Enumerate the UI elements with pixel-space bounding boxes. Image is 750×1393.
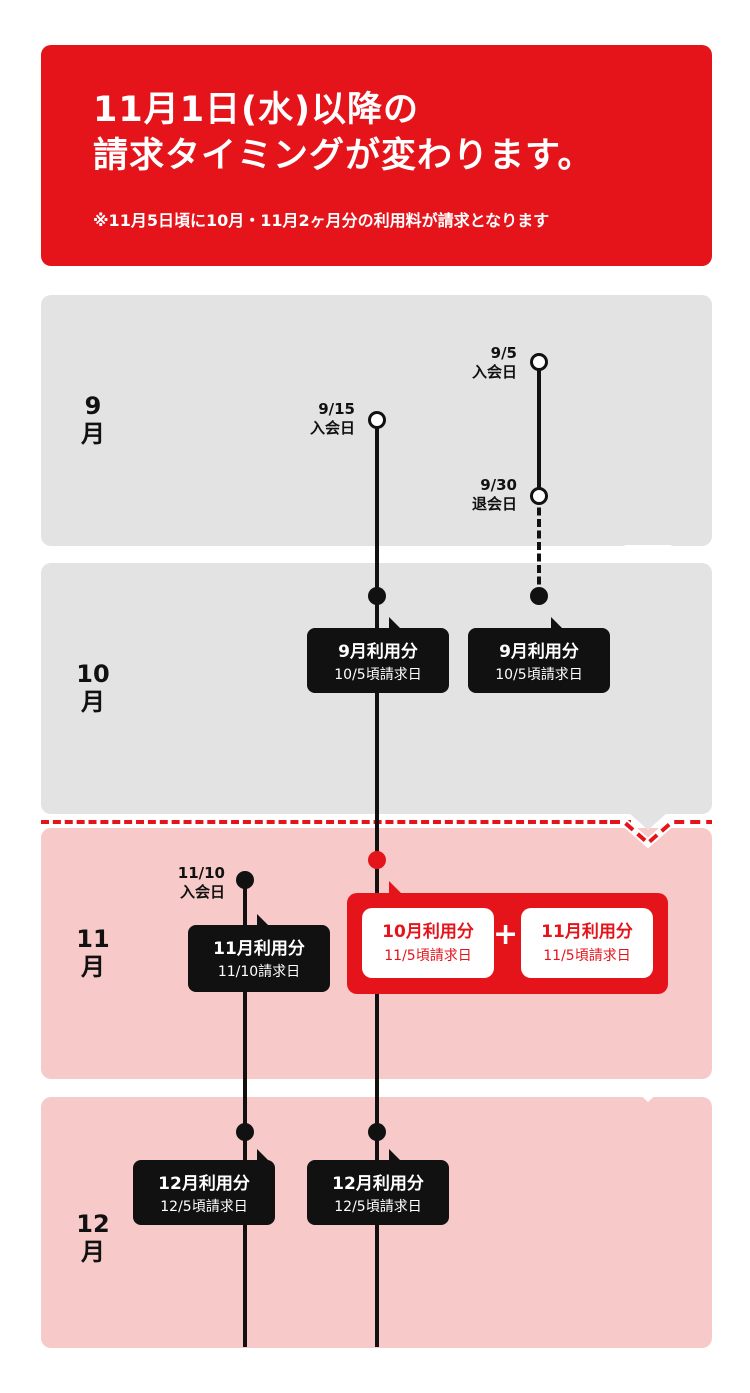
- bubble-tail: [257, 1149, 269, 1161]
- plus-sign: +: [493, 917, 519, 952]
- bubble-tail: [389, 881, 401, 893]
- bubble-tail: [389, 1149, 401, 1161]
- timeline-line: [375, 420, 379, 1347]
- change-divider-line: [41, 820, 631, 824]
- leave-marker: [530, 487, 548, 505]
- header-banner: 11月1日(水)以降の請求タイミングが変わります。 ※11月5日頃に10月・11…: [41, 45, 712, 266]
- bubble-tail: [257, 914, 269, 926]
- timeline-line: [537, 362, 541, 496]
- panel-notch: [624, 1080, 672, 1102]
- billing-marker: [530, 587, 548, 605]
- billing-marker: [236, 1123, 254, 1141]
- billing-marker: [368, 1123, 386, 1141]
- billing-marker: [368, 587, 386, 605]
- bubble-tail: [389, 617, 401, 629]
- timeline-dashed-line: [537, 496, 541, 596]
- panel-notch: [628, 812, 668, 830]
- panel-notch: [624, 545, 672, 567]
- timeline-line: [243, 880, 247, 1347]
- join-marker: [236, 871, 254, 889]
- join-marker: [530, 353, 548, 371]
- bubble-tail: [551, 617, 563, 629]
- header-note: ※11月5日頃に10月・11月2ヶ月分の利用料が請求となります: [93, 211, 550, 230]
- divider-notch: [610, 818, 712, 849]
- header-title: 11月1日(水)以降の請求タイミングが変わります。: [93, 90, 594, 176]
- billing-marker: [368, 851, 386, 869]
- join-marker: [368, 411, 386, 429]
